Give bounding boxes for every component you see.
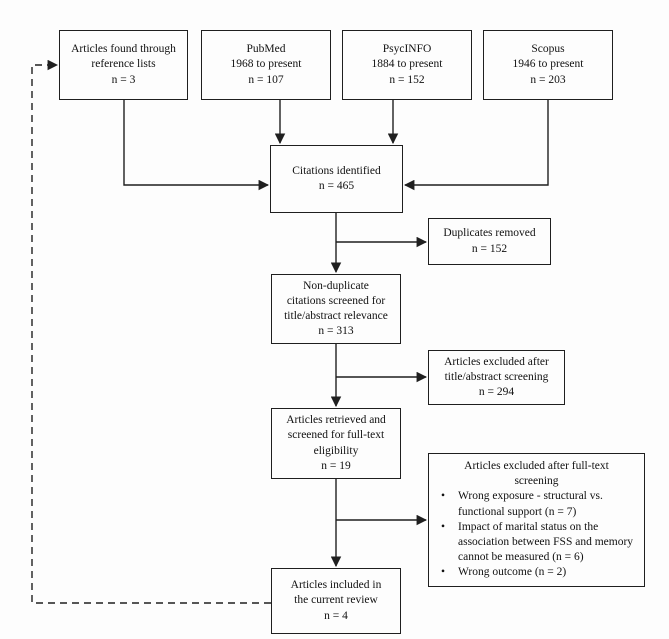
- box-duplicates-removed-line: Duplicates removed: [443, 227, 536, 240]
- box-screened-title-abstract: Non-duplicate citations screened for tit…: [271, 274, 401, 344]
- box-citations-identified: Citations identified n = 465: [270, 145, 403, 213]
- box-excluded-fulltext: Articles excluded after full-text screen…: [428, 453, 645, 587]
- box-fulltext-screened-line: Articles retrieved and: [286, 414, 386, 427]
- box-included-count: n = 4: [324, 609, 348, 622]
- box-psycinfo: PsycINFO 1884 to present n = 152: [342, 30, 472, 100]
- box-screened-title-abstract-line: Non-duplicate: [303, 279, 369, 292]
- box-excluded-title-abstract-line: title/abstract screening: [444, 370, 549, 383]
- box-citations-identified-count: n = 465: [318, 180, 355, 192]
- excluded-fulltext-bullet-item: • Wrong exposure - structural vs. functi…: [433, 489, 640, 519]
- box-pubmed-count: n = 107: [248, 73, 284, 86]
- box-duplicates-removed: Duplicates removed n = 152: [428, 218, 551, 265]
- box-fulltext-screened-line: eligibility: [313, 444, 359, 457]
- box-reference-lists-count: n = 3: [111, 73, 136, 86]
- connector-scopus-to-citations: [403, 100, 549, 191]
- box-psycinfo-line: PsycINFO: [382, 43, 432, 56]
- excluded-fulltext-bullet-item: • Impact of marital status on the associ…: [433, 520, 640, 566]
- box-excluded-fulltext-title: screening: [514, 475, 559, 488]
- box-screened-title-abstract-line: citations screened for: [286, 294, 386, 307]
- box-excluded-title-abstract-line: Articles excluded after: [444, 355, 549, 368]
- box-scopus-line: Scopus: [531, 43, 565, 56]
- box-duplicates-removed-count: n = 152: [471, 242, 508, 255]
- excluded-fulltext-bullet-text: Wrong exposure - structural vs. function…: [458, 490, 603, 518]
- box-scopus-count: n = 203: [530, 73, 566, 86]
- box-psycinfo-count: n = 152: [389, 73, 425, 86]
- box-reference-lists-line: reference lists: [91, 58, 156, 71]
- bullet-icon: •: [441, 520, 446, 533]
- bullet-icon: •: [441, 490, 446, 503]
- box-excluded-title-abstract-count: n = 294: [478, 386, 515, 399]
- box-excluded-fulltext-title: Articles excluded after full-text: [464, 460, 609, 472]
- excluded-fulltext-bullet-text: Impact of marital status on the associat…: [458, 520, 634, 564]
- box-included-line: Articles included in: [290, 579, 382, 592]
- box-screened-title-abstract-line: title/abstract relevance: [284, 310, 388, 322]
- box-pubmed-line: PubMed: [246, 43, 286, 56]
- box-included: Articles included in the current review …: [271, 568, 401, 634]
- box-scopus: Scopus 1946 to present n = 203: [483, 30, 613, 100]
- box-pubmed: PubMed 1968 to present n = 107: [201, 30, 331, 100]
- box-reference-lists: Articles found through reference lists n…: [59, 30, 188, 100]
- box-screened-title-abstract-count: n = 313: [318, 325, 354, 338]
- box-fulltext-screened-line: screened for full-text: [287, 429, 385, 442]
- box-fulltext-screened-count: n = 19: [321, 459, 351, 472]
- connector-reference-lists-to-citations: [123, 100, 270, 191]
- box-fulltext-screened: Articles retrieved and screened for full…: [271, 408, 401, 479]
- excluded-fulltext-bullet-text: Wrong outcome (n = 2): [458, 566, 567, 579]
- box-pubmed-line: 1968 to present: [230, 58, 302, 71]
- box-citations-identified-line: Citations identified: [292, 164, 381, 177]
- box-psycinfo-line: 1884 to present: [371, 58, 443, 71]
- box-scopus-line: 1946 to present: [512, 58, 584, 71]
- excluded-fulltext-bullet-item: • Wrong outcome (n = 2): [433, 565, 640, 580]
- box-excluded-title-abstract: Articles excluded after title/abstract s…: [428, 350, 565, 405]
- bullet-icon: •: [441, 566, 446, 579]
- box-reference-lists-line: Articles found through: [71, 43, 176, 56]
- box-included-line: the current review: [294, 594, 378, 607]
- connector-dashed-included-to-reference-lists: [31, 59, 271, 604]
